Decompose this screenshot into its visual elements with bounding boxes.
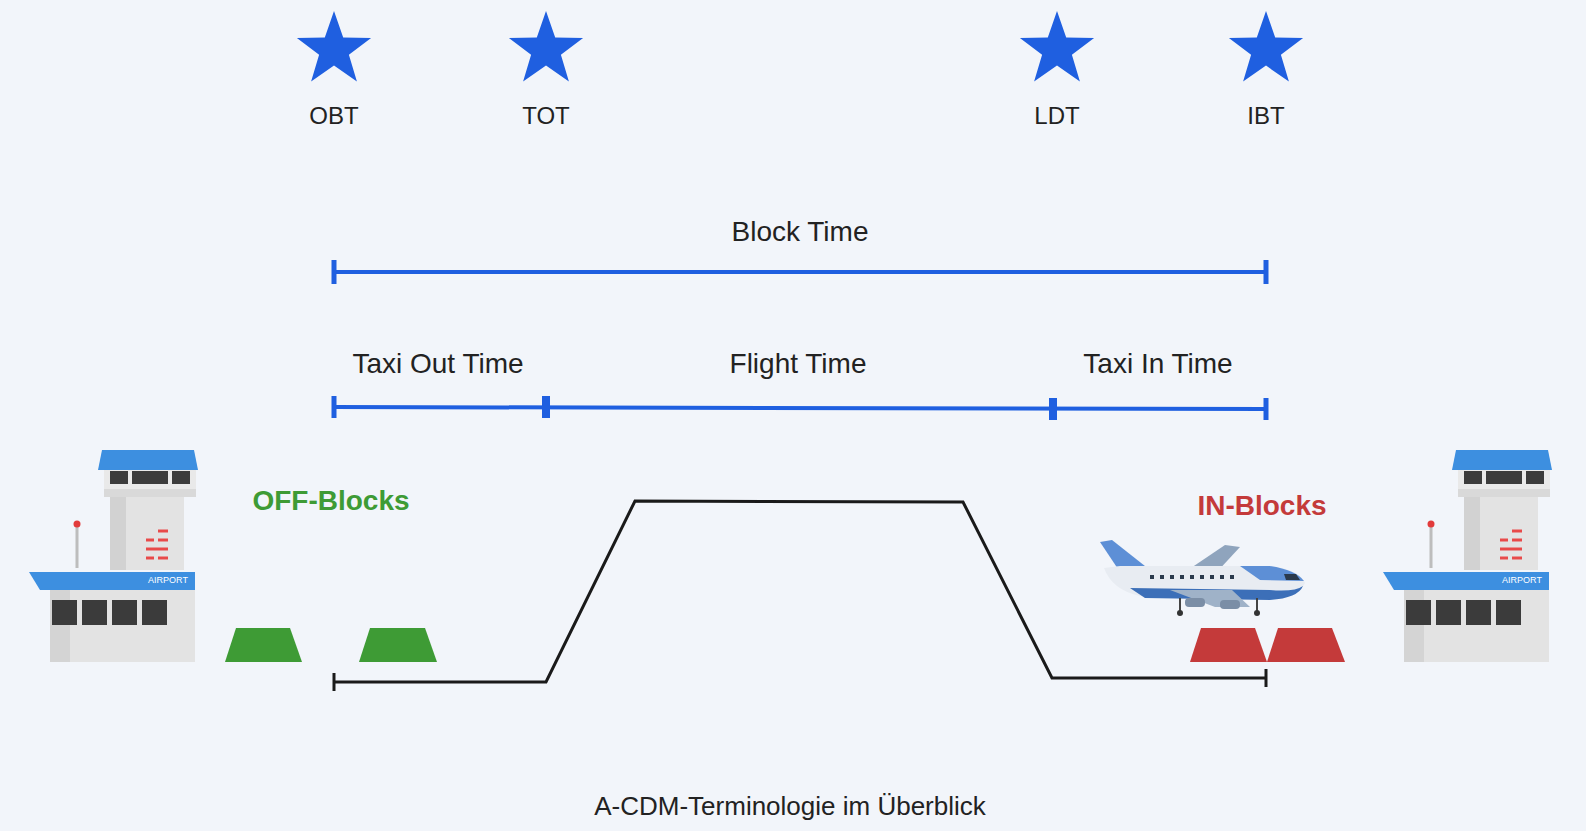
diagram-caption: A-CDM-Terminologie im Überblick [594,792,986,821]
time-bars [334,260,1266,420]
chocks [225,628,1345,662]
duration-label: Block Time [732,217,869,248]
building-sign: AIRPORT [1502,576,1542,586]
duration-label: Flight Time [730,349,867,380]
duration-label: Taxi In Time [1083,349,1232,380]
duration-label: Taxi Out Time [352,349,523,380]
building-sign: AIRPORT [148,576,188,586]
time-marker-label: LDT [1034,103,1079,129]
flight-profile [334,501,1266,691]
star-markers [297,11,1303,82]
time-marker-label: OBT [309,103,358,129]
airport-tower-right [1383,450,1552,662]
airplane [1100,540,1305,616]
time-marker-label: IBT [1247,103,1284,129]
time-marker-label: TOT [522,103,570,129]
phase-label: OFF-Blocks [252,486,409,517]
airport-tower-left [29,450,198,662]
phase-label: IN-Blocks [1197,491,1326,522]
